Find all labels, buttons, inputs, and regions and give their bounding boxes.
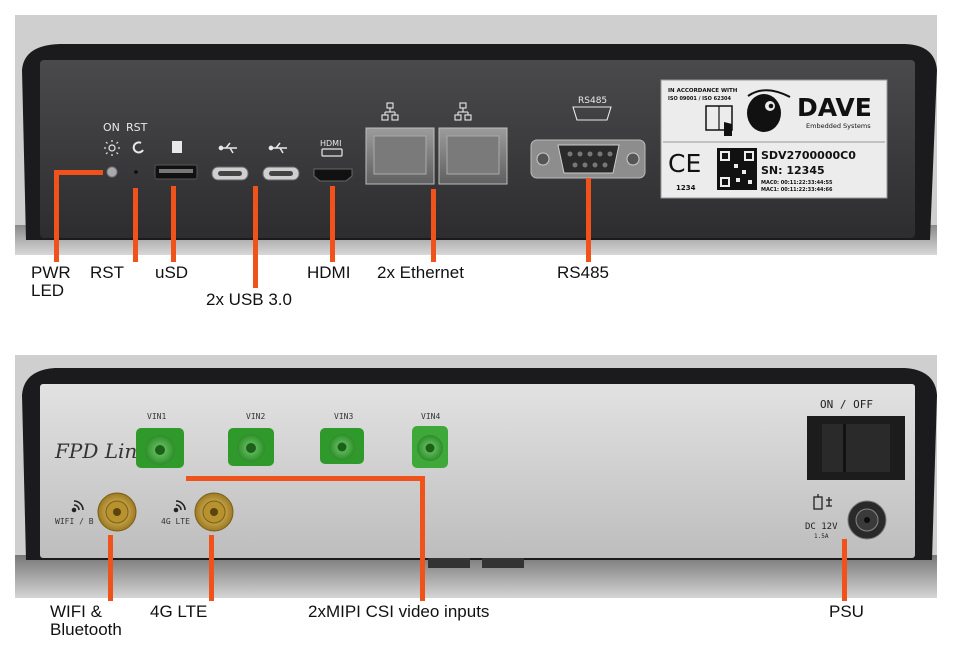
callout-pwr-led: PWR LED	[31, 263, 71, 300]
brand-subtitle: Embedded Systems	[806, 122, 871, 130]
serial-number: SN: 12345	[761, 164, 825, 177]
back-panel: FPD Lin VIN1 VIN2 VIN3 VIN4 WIFI / B 4G	[15, 355, 937, 598]
hdmi-icon	[321, 148, 343, 157]
rs485-screw-right	[626, 152, 640, 166]
vin2-connector[interactable]	[228, 428, 274, 466]
dc-voltage-label: DC 12V	[805, 522, 838, 532]
reset-icon	[132, 141, 144, 154]
vin1-label: VIN1	[147, 412, 166, 421]
vin2-label: VIN2	[246, 412, 265, 421]
lte-port-label: 4G LTE	[161, 517, 190, 526]
callout-usb: 2x USB 3.0	[206, 290, 292, 309]
rs485-port[interactable]	[557, 144, 620, 174]
vin4-connector[interactable]	[412, 426, 448, 468]
lte-icon	[173, 500, 186, 513]
db9-icon	[572, 106, 612, 121]
back-floor	[15, 555, 937, 598]
network-icon	[454, 102, 472, 121]
usb-port-2-tongue	[269, 171, 293, 176]
mac0-address: MAC0: 00:11:22:33:44:55	[761, 180, 833, 186]
sun-icon	[104, 140, 120, 156]
callout-wifi: WIFI & Bluetooth	[50, 602, 122, 639]
dc-current-label: 1.5A	[814, 533, 829, 540]
usb-icon	[268, 142, 287, 154]
rst-leader	[133, 188, 138, 262]
callout-rst: RST	[90, 263, 124, 282]
rs485-leader	[586, 178, 591, 262]
wifi-antenna-connector[interactable]	[97, 492, 137, 532]
ethernet-leader	[431, 189, 436, 262]
power-switch-label: ON / OFF	[820, 398, 873, 411]
accordance-text: IN ACCORDANCE WITH	[668, 88, 738, 94]
hdmi-logo: HDMI	[320, 139, 341, 148]
model-number: SDV2700000C0	[761, 149, 856, 162]
rs485-icon-label: RS485	[578, 96, 607, 106]
callout-usd: uSD	[155, 263, 189, 282]
rs485-pins	[567, 151, 613, 168]
usb-leader	[253, 186, 258, 288]
ethernet-port-2-opening	[446, 135, 500, 175]
notified-body-number: 1234	[676, 184, 696, 192]
callout-ethernet: 2x Ethernet	[377, 263, 464, 282]
back-face	[40, 384, 915, 558]
mac1-address: MAC1: 00:11:22:33:44:66	[761, 187, 833, 193]
reset-button[interactable]	[134, 170, 138, 174]
brand-name: DAVE	[797, 93, 872, 122]
callout-psu: PSU	[829, 602, 864, 621]
dave-logo-icon	[747, 89, 791, 132]
vin3-connector[interactable]	[320, 428, 364, 464]
power-switch-divider	[843, 424, 846, 472]
sd-card-icon	[172, 141, 182, 153]
power-polarity-icon	[813, 494, 832, 510]
pwr-led-leader-h	[54, 170, 103, 175]
vin4-label: VIN4	[421, 412, 440, 421]
on-label: ON	[103, 121, 120, 134]
lte-antenna-connector[interactable]	[194, 492, 234, 532]
callout-mipi: 2xMIPI CSI video inputs	[308, 602, 490, 621]
hdmi-port[interactable]	[313, 168, 353, 182]
mipi-leader-v	[420, 476, 425, 601]
callout-hdmi: HDMI	[307, 263, 351, 282]
vin3-label: VIN3	[334, 412, 353, 421]
power-switch[interactable]	[822, 424, 890, 472]
network-icon	[381, 102, 399, 121]
usd-slot-pins	[159, 169, 193, 173]
foot-right	[482, 558, 524, 568]
callout-rs485: RS485	[557, 263, 609, 282]
ethernet-port-1-opening	[373, 135, 427, 175]
usb-port-1-tongue	[218, 171, 242, 176]
callout-lte: 4G LTE	[150, 602, 208, 621]
psu-leader	[842, 539, 847, 601]
usb-icon	[218, 142, 237, 154]
pwr-led-leader-v	[54, 170, 59, 262]
fpd-link-label: FPD Lin	[54, 439, 137, 463]
ce-mark: CE	[668, 149, 701, 178]
rst-text-label: RST	[126, 121, 148, 134]
dc-power-jack[interactable]	[847, 500, 887, 540]
lte-leader	[209, 535, 214, 601]
wifi-leader	[108, 535, 113, 601]
usd-leader	[171, 186, 176, 262]
hdmi-leader	[330, 186, 335, 262]
foot-left	[428, 558, 470, 568]
wifi-port-label: WIFI / B	[55, 517, 94, 526]
rs485-screw-left	[536, 152, 550, 166]
front-panel: ON RST HDMI RS485	[15, 15, 937, 255]
power-led	[106, 166, 118, 178]
qr-code-icon	[717, 148, 757, 190]
vin1-connector[interactable]	[136, 428, 184, 468]
mipi-leader-h	[186, 476, 425, 481]
manual-book-icon	[705, 105, 733, 136]
wifi-icon	[71, 500, 84, 513]
iso-text: ISO 09001 / ISO 62304	[668, 96, 732, 102]
